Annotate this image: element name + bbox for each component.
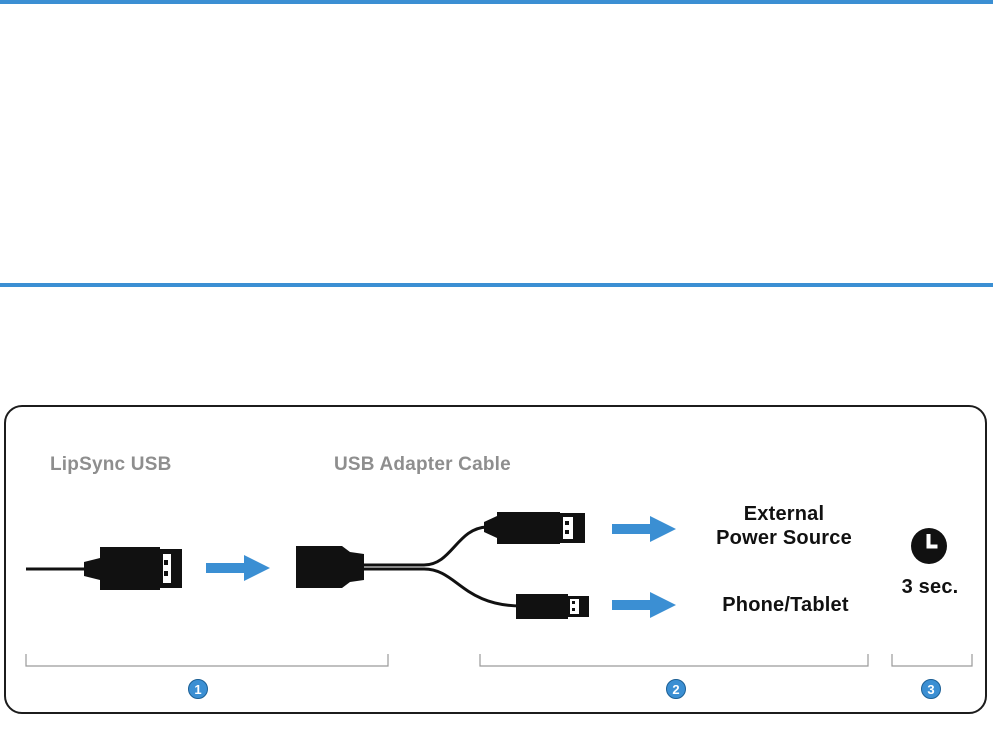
clock-icon <box>911 528 947 564</box>
step-2-bracket <box>479 654 869 667</box>
external-power-label-line2: Power Source <box>716 527 852 549</box>
step-1-badge: 1 <box>188 679 208 699</box>
step-1-bracket <box>25 654 389 667</box>
arrow-right-icon <box>612 592 676 618</box>
middle-divider <box>0 283 993 287</box>
arrow-right-icon <box>612 516 676 542</box>
top-divider <box>0 0 993 4</box>
lipsync-usb-connector-icon <box>26 547 182 590</box>
usb-adapter-cable-label: USB Adapter Cable <box>334 454 511 475</box>
step-3-bracket <box>891 654 973 667</box>
external-power-label-line1: External <box>743 503 825 525</box>
arrow-right-icon <box>206 555 270 581</box>
duration-label: 3 sec. <box>901 576 959 598</box>
lipsync-usb-label: LipSync USB <box>50 454 172 475</box>
phone-tablet-label: Phone/Tablet <box>722 594 849 616</box>
external-power-source-label: External Power Source <box>704 503 864 550</box>
step-2-badge: 2 <box>666 679 686 699</box>
step-3-badge: 3 <box>921 679 941 699</box>
usb-adapter-y-cable-icon <box>296 512 589 619</box>
